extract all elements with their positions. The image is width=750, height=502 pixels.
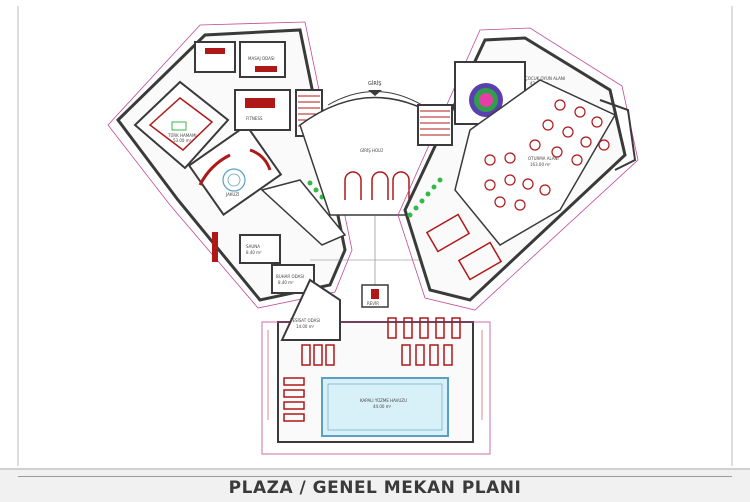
turk-hamami-room [133, 80, 230, 170]
jakuzi-pool [222, 168, 246, 192]
left-corridor [260, 179, 347, 246]
giris-holu-label: GİRİŞ HOLÜ [360, 148, 383, 153]
masaj-bed-1 [205, 48, 225, 54]
billiard-table-2 [457, 241, 503, 281]
right-wing: ÇOCUK OYUN ALANI 42.00 m² OTURMA ALANI 1… [397, 27, 639, 311]
pool-label: KAPALI YÜZME HAVUZU [360, 398, 407, 403]
jakuzi-bench-1 [198, 153, 231, 186]
buhar-area: 8.40 m² [278, 280, 294, 285]
jakuzi-room [187, 123, 283, 217]
revir-bed [371, 289, 379, 299]
cocuk-oyun-label: ÇOCUK OYUN ALANI [525, 76, 565, 81]
jakuzi-bench-2 [249, 148, 272, 171]
sauna-label: SAUNA [246, 244, 260, 249]
tesisat-room [280, 278, 341, 341]
dus-counter [245, 98, 275, 108]
jakuzi-pool-inner [227, 173, 241, 187]
hamam-gobek-tasi [171, 121, 187, 131]
footer-rule [18, 476, 732, 477]
planters-right [407, 177, 443, 218]
sauna-bench [212, 232, 218, 262]
pool-area: 44.00 m² [373, 404, 392, 409]
cocuk-oyun-carousel-inner [479, 93, 493, 107]
seating-tables [484, 99, 610, 211]
masaj-label: MASAJ ODASI [248, 56, 275, 61]
pool-block: TESİSAT ODASI 14.00 m² KAPALI YÜZME HAVU… [261, 278, 491, 455]
footer-band [0, 468, 750, 502]
tesisat-area: 14.00 m² [296, 324, 315, 329]
dus-room [234, 89, 291, 131]
entrance-label: GİRİŞ [368, 80, 381, 87]
central-entrance: GİRİŞ GİRİŞ HOLÜ REVİR BEBEK ODASI [299, 80, 451, 353]
pool-loungers [283, 317, 461, 422]
kapali-yuzme-inner [327, 383, 443, 431]
entrance-arrow [368, 90, 382, 96]
turk-hamami-inner [148, 97, 214, 151]
dus-label: FITNESS [246, 116, 263, 121]
entrance-columns [344, 171, 410, 200]
plan-title: PLAZA / GENEL MEKAN PLANI [228, 478, 522, 498]
billiard-table-1 [425, 213, 471, 253]
masaj-room-1 [194, 41, 236, 73]
right-corner-bay [599, 99, 637, 171]
sauna-area: 8.40 m² [246, 250, 262, 255]
left-wing-boundary [107, 21, 353, 309]
turk-hamami-area: 53.00 m² [173, 138, 192, 143]
left-wing: TÜRK HAMAMI 53.00 m² JAKUZİ MASAJ ODASI … [107, 21, 353, 309]
kapali-yuzme-havuzu [321, 377, 449, 437]
buhar-label: BUHAR ODASI [276, 274, 304, 279]
oturma-alani-label: OTURMA ALANI [528, 156, 559, 161]
revir-label: REVİR [367, 301, 379, 306]
right-stairs [417, 104, 453, 146]
sauna-room [239, 234, 281, 264]
oturma-alani-area: 163.00 m² [530, 162, 551, 167]
turk-hamami-label: TÜRK HAMAMI [167, 133, 197, 138]
masaj-bed-2 [255, 66, 277, 72]
pool-block-boundary [261, 321, 491, 455]
tesisat-label: TESİSAT ODASI [289, 318, 320, 323]
jakuzi-label: JAKUZİ [225, 192, 239, 197]
